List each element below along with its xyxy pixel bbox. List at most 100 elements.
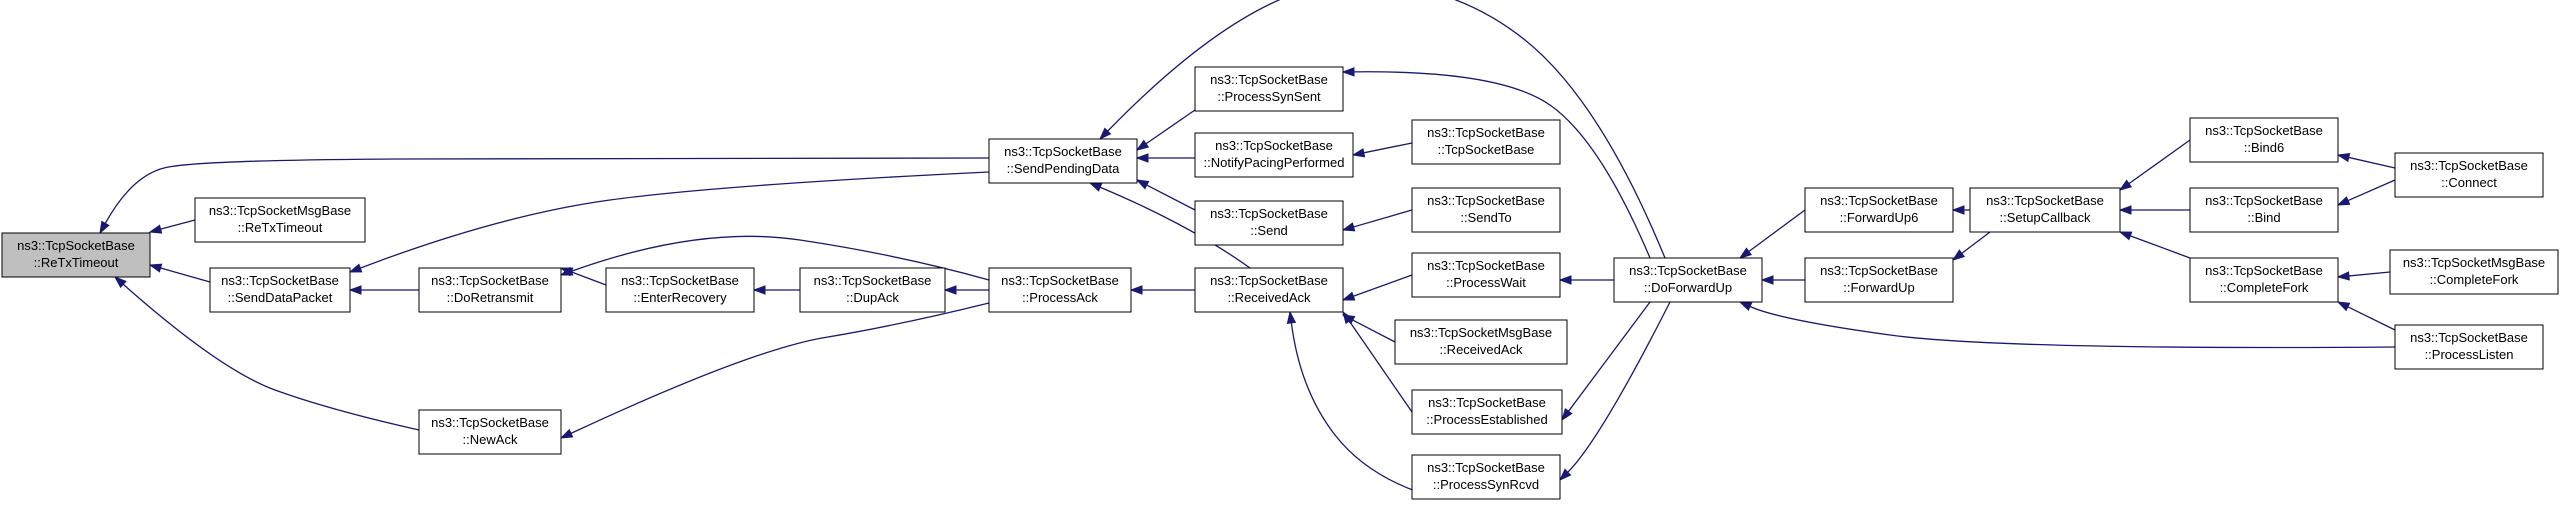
node-box — [1194, 267, 1344, 313]
node-pw[interactable]: ns3::TcpSocketBase::ProcessWait — [1411, 252, 1561, 298]
arrowhead — [1342, 310, 1354, 325]
edge-dup-to-er — [752, 285, 800, 295]
node-box — [1411, 454, 1561, 500]
edge-pss-to-spd — [1135, 109, 1196, 151]
node-method-label: ::CompleteFork — [2220, 280, 2309, 295]
node-er[interactable]: ns3::TcpSocketBase::EnterRecovery — [605, 267, 755, 313]
node-method-label: ::ProcessSynRcvd — [1433, 477, 1539, 492]
node-class-label: ns3::TcpSocketMsgBase — [2403, 255, 2545, 270]
node-method-label: ::Bind — [2247, 210, 2280, 225]
edge-pl-to-dfu — [1738, 301, 2396, 349]
edge-dfu-to-pw — [1558, 275, 1614, 285]
node-psr[interactable]: ns3::TcpSocketBase::ProcessSynRcvd — [1411, 454, 1561, 500]
arrowhead — [1135, 139, 1150, 151]
edge-pa-to-dup — [943, 285, 989, 295]
node-fu[interactable]: ns3::TcpSocketBase::ForwardUp — [1804, 257, 1954, 303]
node-class-label: ns3::TcpSocketBase — [1986, 193, 2104, 208]
edge-spd-to-sdp — [348, 171, 990, 273]
arrowhead — [1738, 247, 1753, 259]
node-mrtt[interactable]: ns3::TcpSocketMsgBase::ReTxTimeout — [194, 197, 366, 243]
arrowhead — [2118, 231, 2133, 241]
node-class-label: ns3::TcpSocketBase — [1820, 263, 1938, 278]
node-drt[interactable]: ns3::TcpSocketBase::DoRetransmit — [418, 267, 562, 313]
node-sto[interactable]: ns3::TcpSocketBase::SendTo — [1411, 187, 1561, 233]
node-box — [988, 138, 1138, 184]
node-box — [1194, 132, 1354, 178]
node-box — [1969, 187, 2121, 233]
node-method-label: ::DupAck — [846, 290, 899, 305]
node-class-label: ns3::TcpSocketBase — [1001, 273, 1119, 288]
node-box — [2394, 152, 2544, 198]
node-class-label: ns3::TcpSocketBase — [1004, 144, 1122, 159]
arrowhead — [559, 266, 574, 276]
node-pl[interactable]: ns3::TcpSocketBase::ProcessListen — [2394, 324, 2544, 370]
node-box — [605, 267, 755, 313]
arrowhead — [1558, 275, 1572, 285]
node-box — [418, 267, 562, 313]
node-method-label: ::ReTxTimeout — [34, 255, 119, 270]
node-pe[interactable]: ns3::TcpSocketBase::ProcessEstablished — [1411, 389, 1563, 435]
node-box — [1, 232, 151, 278]
node-method-label: ::SendTo — [1460, 210, 1511, 225]
node-method-label: ::ReceivedAck — [1439, 342, 1523, 357]
node-class-label: ns3::TcpSocketBase — [1427, 258, 1545, 273]
node-method-label: ::SendPendingData — [1007, 161, 1121, 176]
node-pa[interactable]: ns3::TcpSocketBase::ProcessAck — [988, 267, 1132, 313]
edge-pl-to-cf — [2336, 301, 2396, 331]
node-box — [194, 197, 366, 243]
arrowhead — [348, 285, 362, 295]
node-cf[interactable]: ns3::TcpSocketBase::CompleteFork — [2189, 257, 2339, 303]
node-nack[interactable]: ns3::TcpSocketBase::NewAck — [418, 409, 562, 455]
node-method-label: ::ForwardUp — [1843, 280, 1915, 295]
arrowhead — [1561, 407, 1573, 422]
node-b6[interactable]: ns3::TcpSocketBase::Bind6 — [2189, 117, 2339, 163]
node-method-label: ::Send — [1250, 223, 1288, 238]
node-mcf[interactable]: ns3::TcpSocketMsgBase::CompleteFork — [2389, 249, 2559, 295]
edge-scb-to-fu6 — [1951, 205, 1970, 215]
edge-tsb-to-npp — [1351, 142, 1413, 158]
node-method-label: ::NewAck — [463, 432, 518, 447]
node-class-label: ns3::TcpSocketBase — [1210, 206, 1328, 221]
node-box — [1411, 187, 1561, 233]
node-box — [1411, 389, 1563, 435]
node-class-label: ns3::TcpSocketBase — [431, 273, 549, 288]
node-spd[interactable]: ns3::TcpSocketBase::SendPendingData — [988, 138, 1138, 184]
node-mra[interactable]: ns3::TcpSocketMsgBase::ReceivedAck — [1394, 319, 1568, 365]
edge-npp-to-spd — [1135, 153, 1195, 163]
edge-dfu-to-pss — [1341, 67, 1651, 259]
edge-b6-to-scb — [2118, 139, 2191, 191]
node-box — [209, 267, 351, 313]
node-method-label: ::ProcessSynSent — [1217, 89, 1321, 104]
edge-pa-to-nack — [559, 302, 990, 439]
node-method-label: ::CompleteFork — [2430, 272, 2519, 287]
node-dfu[interactable]: ns3::TcpSocketBase::DoForwardUp — [1613, 257, 1763, 303]
node-method-label: ::Connect — [2441, 175, 2497, 190]
node-conn[interactable]: ns3::TcpSocketBase::Connect — [2394, 152, 2544, 198]
arrowhead — [1129, 285, 1143, 295]
node-class-label: ns3::TcpSocketBase — [1210, 273, 1328, 288]
arrowhead — [2336, 152, 2351, 163]
node-method-label: ::Bind6 — [2244, 140, 2284, 155]
node-ra[interactable]: ns3::TcpSocketBase::ReceivedAck — [1194, 267, 1344, 313]
edge-bind-to-scb — [2118, 205, 2190, 215]
node-method-label: ::ReTxTimeout — [238, 220, 323, 235]
node-tsb[interactable]: ns3::TcpSocketBase::TcpSocketBase — [1411, 119, 1561, 165]
node-fu6[interactable]: ns3::TcpSocketBase::ForwardUp6 — [1804, 187, 1954, 233]
node-box — [799, 267, 946, 313]
node-dup[interactable]: ns3::TcpSocketBase::DupAck — [799, 267, 946, 313]
edge-nack-to-rtt — [113, 276, 420, 431]
node-npp[interactable]: ns3::TcpSocketBase::NotifyPacingPerforme… — [1194, 132, 1354, 178]
node-class-label: ns3::TcpSocketMsgBase — [209, 203, 351, 218]
node-pss[interactable]: ns3::TcpSocketBase::ProcessSynSent — [1194, 66, 1344, 112]
arrowhead — [1088, 182, 1103, 192]
node-bind[interactable]: ns3::TcpSocketBase::Bind — [2189, 187, 2339, 233]
node-class-label: ns3::TcpSocketMsgBase — [1410, 325, 1552, 340]
node-send[interactable]: ns3::TcpSocketBase::Send — [1194, 200, 1344, 246]
edge-sto-to-send — [1341, 209, 1413, 232]
node-rtt[interactable]: ns3::TcpSocketBase::ReTxTimeout — [1, 232, 151, 278]
arrowhead — [1286, 310, 1297, 325]
node-scb[interactable]: ns3::TcpSocketBase::SetupCallback — [1969, 187, 2121, 233]
edge-cf-to-scb — [2118, 231, 2191, 259]
node-sdp[interactable]: ns3::TcpSocketBase::SendDataPacket — [209, 267, 351, 313]
node-class-label: ns3::TcpSocketBase — [1427, 460, 1545, 475]
